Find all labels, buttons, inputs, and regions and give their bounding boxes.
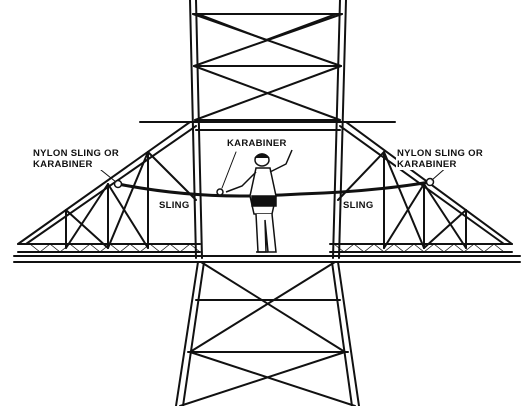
lower-tower-body: [176, 262, 359, 406]
work-platform: [14, 256, 520, 262]
left-sling-label-line1: NYLON SLING OR: [33, 148, 119, 159]
right-sling-label: NYLON SLING OR KARABINER: [396, 148, 484, 170]
right-sling-label-line1: NYLON SLING OR: [397, 148, 483, 159]
sling-label-right: SLING: [342, 200, 375, 211]
right-sling-label-line2: KARABINER: [397, 159, 483, 170]
left-sling-label-line2: KARABINER: [33, 159, 119, 170]
center-karabiner: [217, 189, 223, 195]
karabiner-label: KARABINER: [226, 138, 288, 149]
left-sling-label: NYLON SLING OR KARABINER: [32, 148, 120, 170]
sling-label-left: SLING: [158, 200, 191, 211]
lineman-figure-icon: [226, 150, 292, 252]
